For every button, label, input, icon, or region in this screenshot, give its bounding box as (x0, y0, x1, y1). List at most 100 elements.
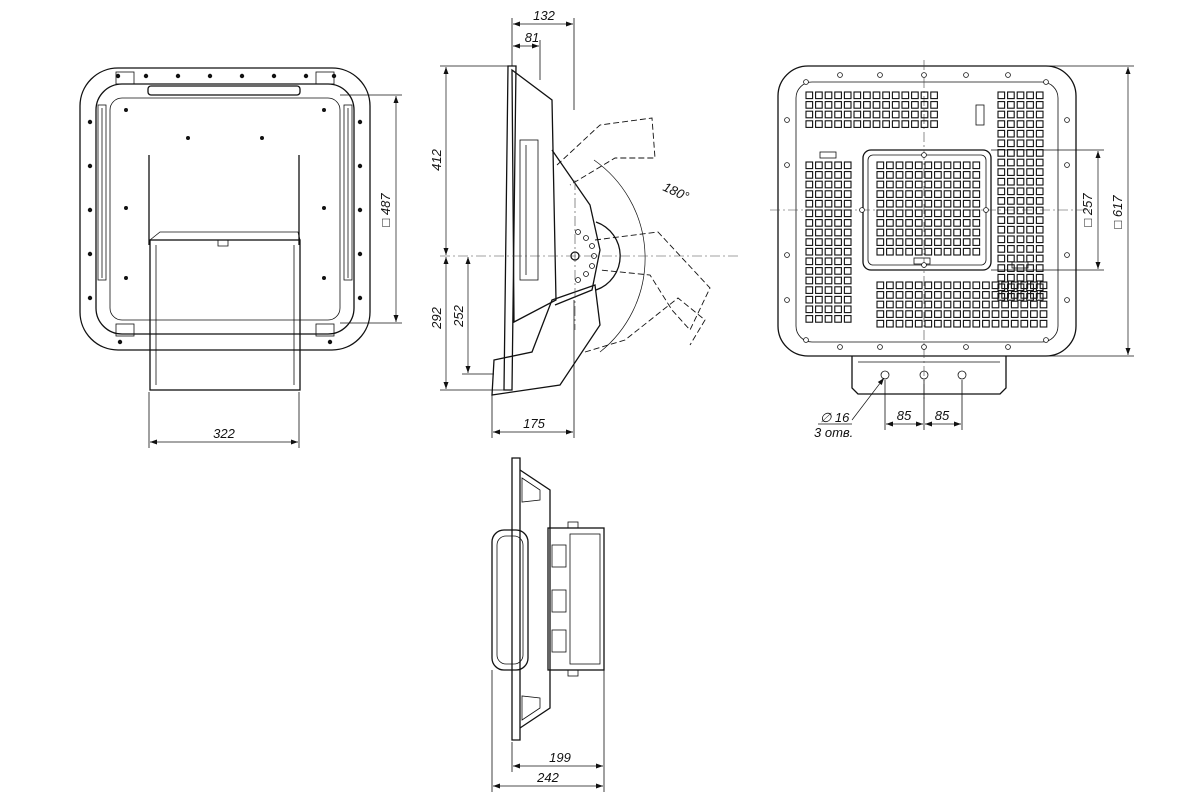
led-cell (886, 281, 894, 290)
led-cell (824, 267, 833, 275)
led-cell (934, 209, 942, 218)
led-cell (1020, 281, 1029, 290)
led-cell (1007, 264, 1015, 272)
led-cell (943, 180, 952, 189)
led-cell (914, 291, 923, 299)
led-cell (943, 310, 952, 318)
led-cell (1007, 245, 1015, 253)
led-cell (886, 209, 894, 218)
led-cell (914, 180, 923, 189)
led-cell (924, 291, 933, 299)
dim-81-label: 81 (525, 30, 539, 45)
led-cell (914, 319, 923, 328)
led-cell (1026, 129, 1034, 138)
dim-hole-leader (851, 377, 885, 421)
led-cell (886, 180, 894, 189)
led-cell (805, 219, 814, 227)
led-cell (1035, 254, 1044, 263)
led-cell (962, 247, 971, 256)
led-cell (824, 161, 833, 170)
led-cell (1007, 254, 1015, 263)
led-cell (876, 319, 885, 328)
led-cell (1016, 235, 1025, 244)
led-cell (886, 199, 894, 208)
led-cell (991, 291, 1000, 299)
led-cell (914, 238, 923, 246)
led-cell (997, 197, 1006, 205)
led-cell (815, 91, 823, 100)
dim-hole-count: 3 отв. (814, 425, 853, 440)
led-cell (895, 319, 904, 328)
led-cell (997, 245, 1006, 253)
led-cell (924, 247, 933, 256)
led-cell (805, 120, 814, 128)
led-cell (891, 101, 900, 109)
led-cell (834, 295, 842, 304)
led-cell (997, 235, 1006, 244)
dim-292-label: 292 (429, 306, 444, 329)
led-cell (1026, 101, 1034, 109)
led-cell (876, 219, 885, 227)
led-cell (934, 238, 942, 246)
led-cell (895, 161, 904, 170)
led-cell (1016, 225, 1025, 234)
led-cell (934, 310, 942, 318)
led-cell (997, 206, 1006, 215)
led-cell (1016, 187, 1025, 196)
led-cell (1010, 310, 1019, 318)
led-cell (953, 228, 961, 237)
frame-hole (784, 162, 790, 168)
led-cell (834, 171, 842, 179)
led-cell (953, 319, 961, 328)
frame-hole (963, 344, 969, 350)
led-cell (1007, 139, 1015, 148)
frame-hole (921, 262, 927, 268)
led-cell (997, 139, 1006, 148)
led-cell (1016, 120, 1025, 128)
led-cell (876, 310, 885, 318)
led-cell (863, 110, 871, 119)
frame-hole (784, 117, 790, 123)
led-cell (943, 319, 952, 328)
led-cell (1035, 139, 1044, 148)
dim-85a-label: 85 (897, 408, 912, 423)
top-mount-hole-3 (957, 370, 967, 380)
frame-hole (1064, 252, 1070, 258)
led-cell (824, 295, 833, 304)
front-lamp-notch (217, 240, 229, 247)
led-cell (1007, 120, 1015, 128)
side-view: 180° 132 81 412 292 252 175 (429, 8, 740, 438)
led-cell (1026, 139, 1034, 148)
led-cell (834, 209, 842, 218)
led-cell (815, 247, 823, 256)
led-cell (953, 180, 961, 189)
led-cell (934, 291, 942, 299)
led-cell (1026, 254, 1034, 263)
led-cell (953, 247, 961, 256)
dim-487-label: □ 487 (378, 193, 393, 227)
led-cell (911, 101, 919, 109)
led-cell (905, 199, 913, 208)
led-cell (815, 257, 823, 266)
led-cell (914, 281, 923, 290)
top-label-1 (975, 104, 985, 126)
frame-hole (921, 344, 927, 350)
led-cell (805, 199, 814, 208)
led-cell (905, 291, 913, 299)
led-cell (843, 276, 852, 285)
led-cell (1001, 291, 1009, 299)
led-cell (1016, 216, 1025, 224)
led-cell (905, 281, 913, 290)
led-cell (1026, 273, 1034, 282)
led-cell (1007, 197, 1015, 205)
led-cell (905, 190, 913, 198)
led-cell (905, 161, 913, 170)
led-cell (953, 209, 961, 218)
led-cell (886, 219, 894, 227)
led-cell (982, 319, 990, 328)
bottom-body (519, 469, 551, 729)
frame-hole (963, 72, 969, 78)
led-cell (953, 281, 961, 290)
led-cell (1007, 149, 1015, 157)
led-cell (934, 319, 942, 328)
